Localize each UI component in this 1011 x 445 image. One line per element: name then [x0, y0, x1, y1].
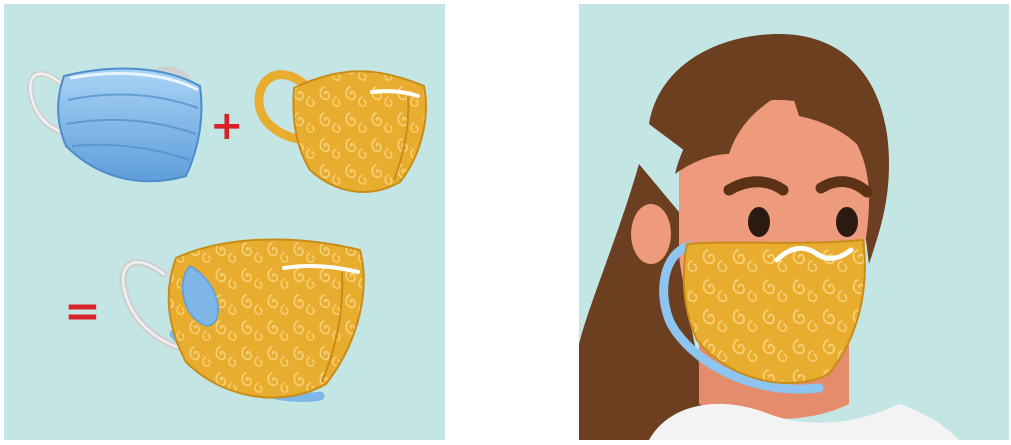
double-mask-equation-panel: + = — [4, 4, 445, 440]
left-eye — [748, 207, 770, 237]
ear — [631, 204, 671, 264]
woman-wearing-double-mask-icon — [579, 4, 1009, 440]
right-eye — [836, 207, 858, 237]
plus-icon: + — [210, 106, 244, 146]
equals-icon: = — [64, 290, 101, 334]
equation-illustration — [4, 4, 445, 440]
woman-wearing-mask-panel — [579, 4, 1009, 440]
